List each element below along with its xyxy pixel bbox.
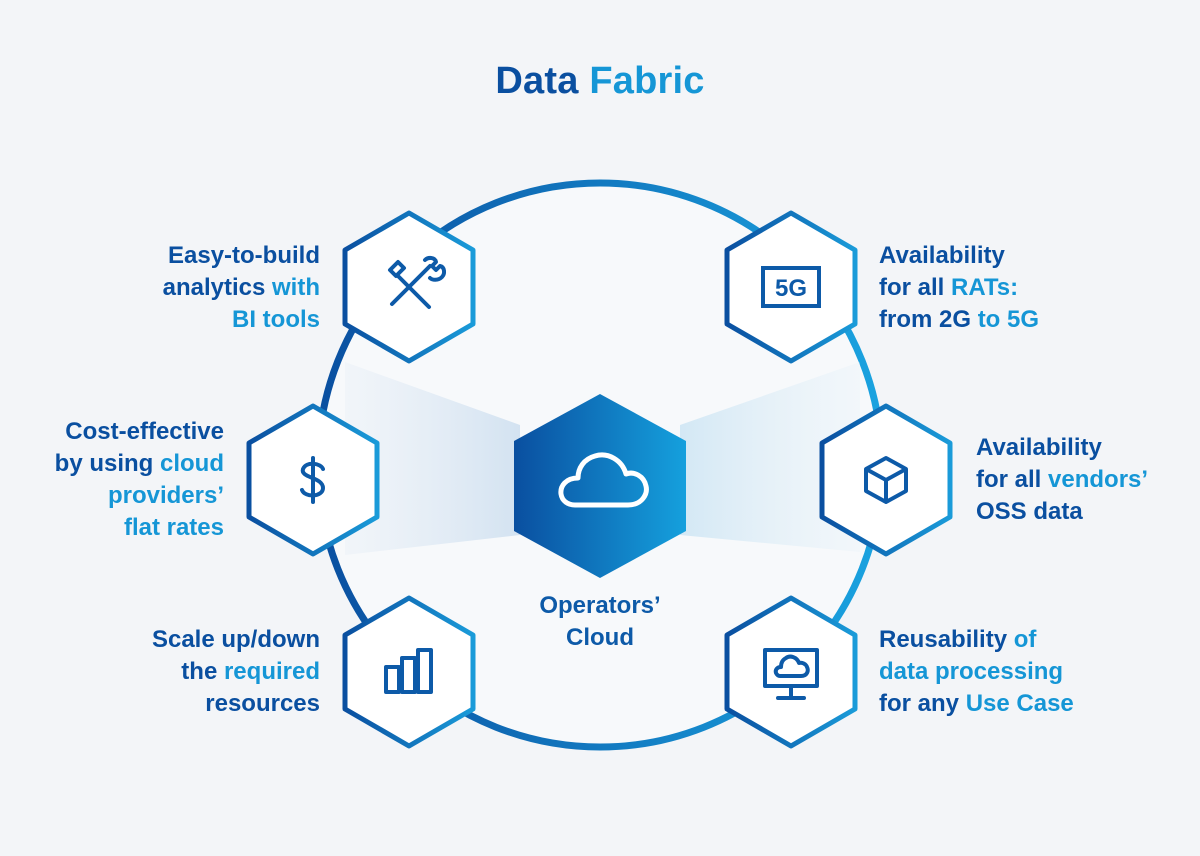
center-hex <box>514 394 686 578</box>
page-title: Data Fabric <box>0 60 1200 103</box>
center-label-line1: Operators’ <box>539 592 661 619</box>
svg-text:5G: 5G <box>775 275 807 302</box>
beam-right <box>680 362 860 552</box>
5g-icon: 5G <box>761 266 821 308</box>
title-word-data: Data <box>495 60 579 102</box>
hex-reuse <box>724 595 858 749</box>
bar-chart-icon <box>384 648 433 694</box>
dollar-icon <box>300 456 325 504</box>
center-label-line2: Cloud <box>566 624 634 651</box>
feature-analytics-label: Easy-to-build analytics with BI tools <box>162 242 320 333</box>
center-label: Operators’ Cloud <box>500 590 700 654</box>
cloud-icon <box>558 452 649 508</box>
tools-icon <box>388 255 447 309</box>
feature-scale-label: Scale up/down the required resources <box>151 626 320 717</box>
title-word-fabric: Fabric <box>589 60 705 102</box>
hex-rats <box>724 210 858 364</box>
feature-cost-label: Cost-effective by using cloud providers’… <box>54 418 224 541</box>
feature-reuse-label: Reusability of data processing for any U… <box>879 626 1074 717</box>
feature-rats-label: Availability for all RATs: from 2G to 5G <box>879 242 1040 333</box>
hex-scale <box>342 595 476 749</box>
feature-vendors-label: Availability for all vendors’ OSS data <box>976 434 1149 525</box>
cube-icon <box>864 456 908 504</box>
monitor-cloud-icon <box>763 648 819 700</box>
beam-left <box>345 362 520 555</box>
